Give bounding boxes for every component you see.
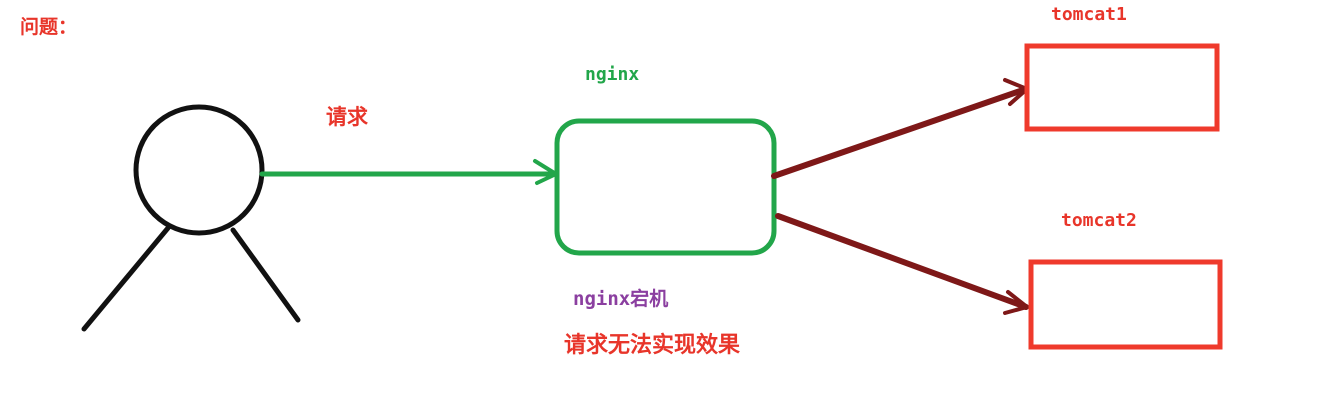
arrow-to-tomcat2 xyxy=(775,213,1029,315)
nginx-label: nginx xyxy=(585,64,640,85)
request-label: 请求 xyxy=(326,105,368,129)
failure-text: 请求无法实现效果 xyxy=(564,333,741,358)
request-arrow xyxy=(259,159,558,185)
user-right-leg xyxy=(230,227,301,323)
tomcat2-box xyxy=(1028,259,1223,350)
nginx-box xyxy=(554,118,777,256)
tomcat2-label: tomcat2 xyxy=(1061,210,1137,231)
arrow-to-tomcat1 xyxy=(771,78,1029,179)
user-left-leg xyxy=(81,225,171,332)
tomcat1-box xyxy=(1024,43,1220,132)
user-head xyxy=(133,104,265,236)
tomcat1-label: tomcat1 xyxy=(1051,4,1127,25)
nginx-host-label: nginx宕机 xyxy=(573,288,669,310)
user-figure xyxy=(81,104,301,332)
title-label: 问题： xyxy=(20,16,78,38)
